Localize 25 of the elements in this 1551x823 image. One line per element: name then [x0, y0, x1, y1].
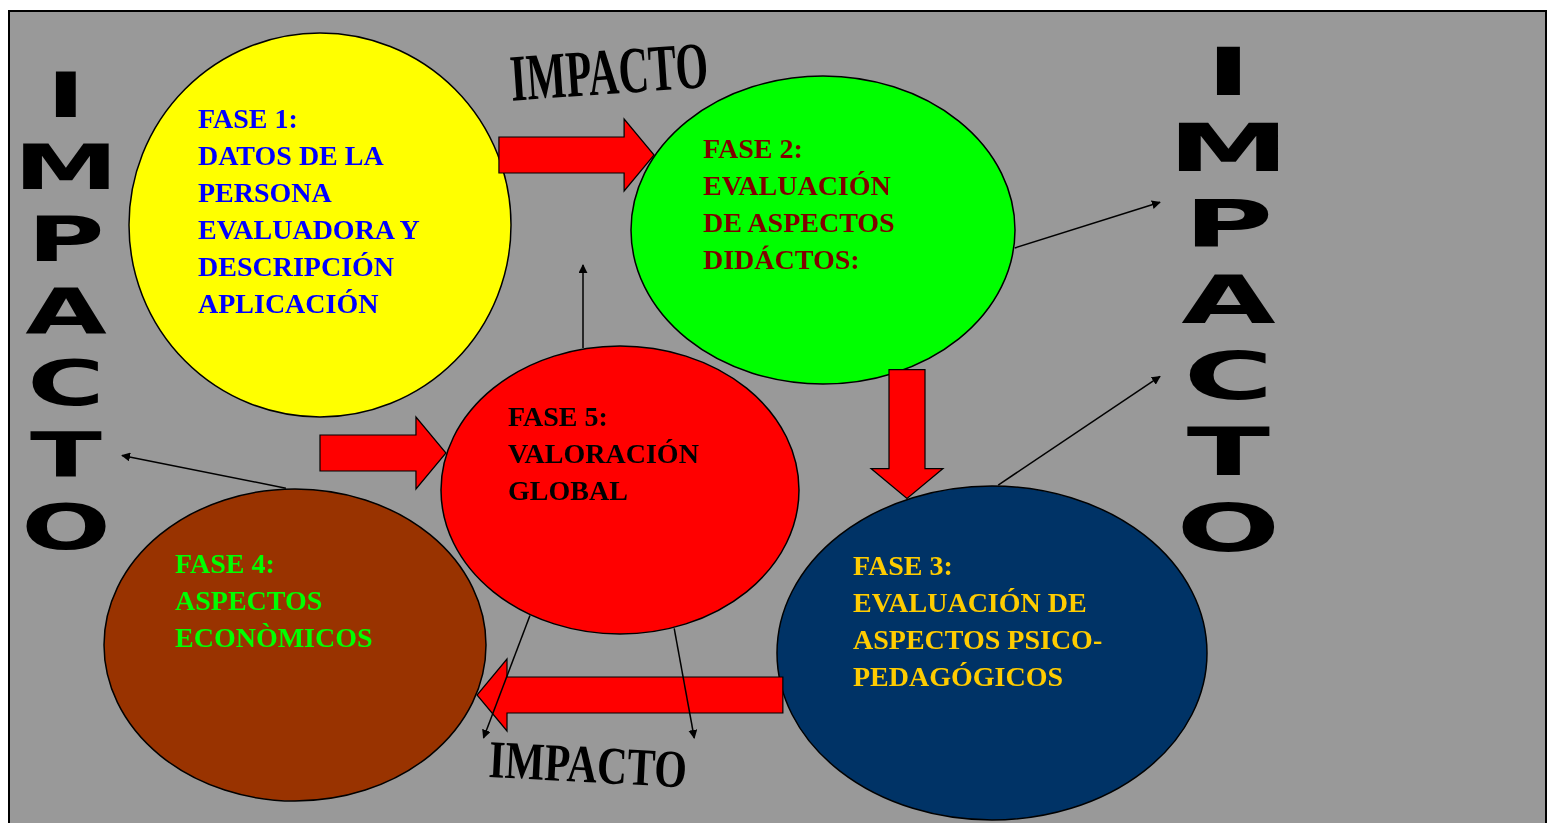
arrow [578, 264, 588, 349]
arrow [121, 452, 287, 489]
phase-text: DATOS DE LA PERSONA EVALUADORA Y DESCRIPCIÓN APLICACIÓN [198, 139, 421, 321]
phase-heading: FASE 2: [703, 132, 804, 166]
vertical-title: IMPACTO [10, 60, 122, 564]
arrow [997, 375, 1161, 486]
arrow [1013, 200, 1161, 249]
phase-heading: FASE 5: [508, 400, 609, 434]
phase-heading: FASE 3: [853, 549, 954, 583]
phase-ellipse [440, 345, 800, 635]
curved-title: IMPACTO [506, 16, 709, 130]
phase-text: ASPECTOS ECONÒMICOS [175, 584, 374, 655]
block-arrow [498, 117, 655, 193]
arrow [673, 627, 698, 739]
phase-text: VALORACIÓN GLOBAL [508, 437, 700, 508]
curved-title: IMPACTO [465, 721, 711, 807]
phase-text: EVALUACIÓN DE ASPECTOS DIDÁCTOS: [703, 169, 896, 277]
block-arrow [319, 415, 447, 491]
block-arrow [869, 368, 945, 500]
phase-text: EVALUACIÓN DE ASPECTOS PSICO- PEDAGÓGICOS [853, 586, 1104, 694]
arrow [482, 614, 531, 739]
vertical-title: IMPACTO [1160, 35, 1297, 567]
phase-heading: FASE 1: [198, 102, 299, 136]
block-arrow [476, 657, 784, 733]
phase-heading: FASE 4: [175, 547, 276, 581]
